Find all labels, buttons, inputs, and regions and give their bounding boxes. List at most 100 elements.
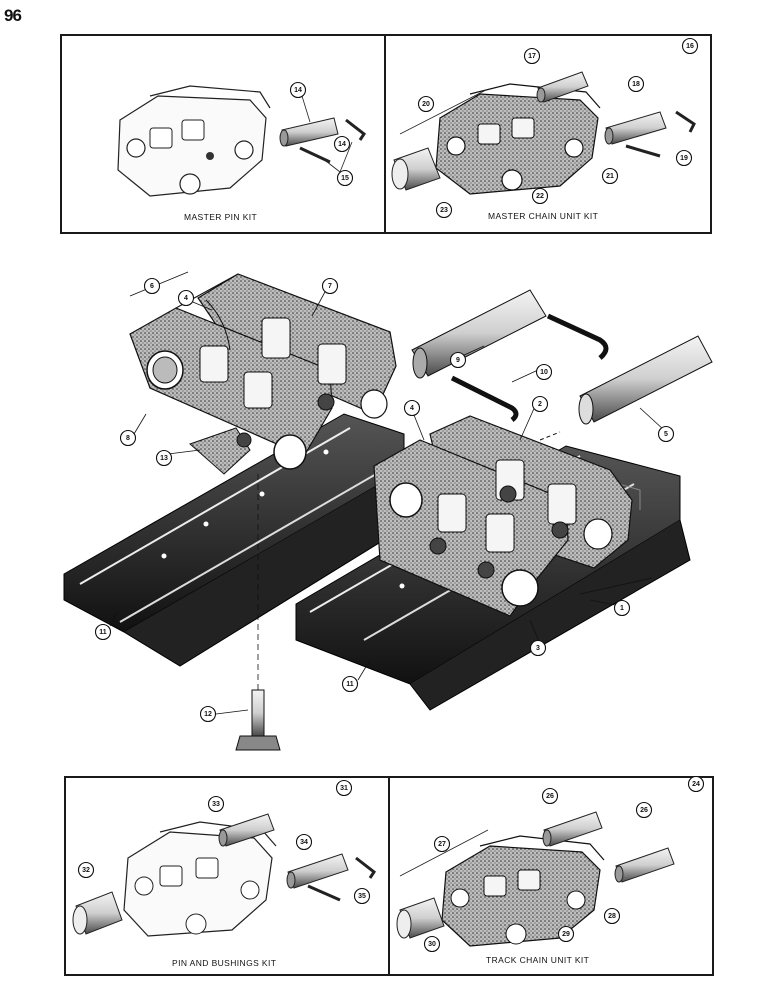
tc-bushing — [396, 897, 445, 939]
callout-main-4: 4 — [403, 399, 421, 417]
svg-text:19: 19 — [680, 155, 688, 162]
svg-text:34: 34 — [300, 839, 308, 846]
callout-top-right-20: 20 — [417, 95, 435, 113]
callout-bottom-right-29: 29 — [557, 925, 575, 943]
track-pin-5 — [578, 335, 713, 425]
svg-text:12: 12 — [204, 711, 212, 718]
track-chain-unit-kit-title: TRACK CHAIN UNIT KIT — [486, 955, 590, 965]
callout-top-right-17: 17 — [523, 47, 541, 65]
callout-bottom-right-30: 30 — [423, 935, 441, 953]
master-chain-unit-kit-title: MASTER CHAIN UNIT KIT — [488, 211, 599, 221]
pin-and-bushings-kit-illustration — [72, 813, 377, 937]
track-pin-9 — [411, 289, 547, 379]
callout-main-12: 12 — [199, 705, 217, 723]
callout-top-right-23: 23 — [435, 201, 453, 219]
svg-text:30: 30 — [428, 941, 436, 948]
callout-main-7: 7 — [321, 277, 339, 295]
callout-main-6: 6 — [143, 277, 161, 295]
callout-bottom-left-34: 34 — [295, 833, 313, 851]
master-link-outline — [117, 85, 271, 197]
master-chain-pin-17 — [536, 71, 589, 103]
track-link-lower — [373, 415, 633, 617]
svg-text:28: 28 — [608, 913, 616, 920]
svg-text:29: 29 — [562, 931, 570, 938]
svg-text:22: 22 — [536, 193, 544, 200]
callout-bottom-left-31: 31 — [335, 779, 353, 797]
master-chain-link — [435, 83, 601, 195]
callout-bottom-left-33: 33 — [207, 795, 225, 813]
callout-bottom-right-28: 28 — [603, 907, 621, 925]
callout-top-right-21: 21 — [601, 167, 619, 185]
master-pin-kit-title: MASTER PIN KIT — [184, 212, 258, 222]
svg-text:5: 5 — [664, 431, 668, 438]
tc-pin-b — [614, 847, 675, 883]
callout-bottom-right-26: 26 — [541, 787, 559, 805]
tc-chain-link — [441, 835, 605, 947]
callout-main-4: 4 — [177, 289, 195, 307]
callout-main-5: 5 — [657, 425, 675, 443]
callout-layer: 1414151617181920212223647813910542111113… — [77, 37, 705, 953]
svg-text:10: 10 — [540, 369, 548, 376]
callout-top-right-16: 16 — [681, 37, 699, 55]
callout-main-11: 11 — [94, 623, 112, 641]
svg-text:14: 14 — [338, 141, 346, 148]
callout-top-left-15: 15 — [336, 169, 354, 187]
svg-text:26: 26 — [640, 807, 648, 814]
svg-text:2: 2 — [538, 401, 542, 408]
svg-text:8: 8 — [126, 435, 130, 442]
svg-text:7: 7 — [328, 283, 332, 290]
svg-text:26: 26 — [546, 793, 554, 800]
pin-and-bushings-kit-title: PIN AND BUSHINGS KIT — [172, 958, 277, 968]
master-pin-kit-illustration — [117, 85, 367, 197]
svg-text:4: 4 — [410, 405, 414, 412]
svg-text:14: 14 — [294, 87, 302, 94]
svg-text:3: 3 — [536, 645, 540, 652]
callout-main-10: 10 — [535, 363, 553, 381]
svg-text:27: 27 — [438, 841, 446, 848]
callout-main-11: 11 — [341, 675, 359, 693]
svg-text:35: 35 — [358, 893, 366, 900]
svg-text:11: 11 — [99, 629, 107, 636]
master-chain-pin-18 — [604, 111, 667, 145]
main-exploded-view — [63, 271, 713, 751]
svg-text:15: 15 — [341, 175, 349, 182]
svg-text:32: 32 — [82, 867, 90, 874]
bottom-kits-divider — [388, 776, 390, 976]
callout-bottom-right-24: 24 — [687, 775, 705, 793]
top-kits-box — [60, 34, 712, 234]
master-chain-unit-kit-illustration — [391, 71, 696, 195]
svg-text:23: 23 — [440, 207, 448, 214]
cotter-pin-lower — [450, 375, 519, 422]
pb-pin-33 — [218, 813, 275, 847]
master-pin-cotters — [299, 118, 367, 164]
page-number: 96 — [4, 6, 22, 25]
callout-top-right-19: 19 — [675, 149, 693, 167]
svg-text:33: 33 — [212, 801, 220, 808]
callout-bottom-left-32: 32 — [77, 861, 95, 879]
pb-link-outline — [123, 821, 277, 937]
callout-bottom-right-26: 26 — [635, 801, 653, 819]
svg-text:20: 20 — [422, 101, 430, 108]
shoe-bolt — [235, 474, 281, 751]
svg-text:11: 11 — [346, 681, 354, 688]
callout-main-13: 13 — [155, 449, 173, 467]
svg-text:21: 21 — [606, 173, 614, 180]
callout-top-right-18: 18 — [627, 75, 645, 93]
cotter-pin-upper — [546, 313, 609, 360]
master-chain-cotter-a — [625, 144, 661, 158]
master-bushing — [391, 147, 441, 191]
svg-text:9: 9 — [456, 357, 460, 364]
callout-main-9: 9 — [449, 351, 467, 369]
callout-top-left-14: 14 — [333, 135, 351, 153]
callout-top-right-22: 22 — [531, 187, 549, 205]
master-pin — [279, 117, 339, 147]
track-link-upper — [129, 273, 397, 475]
svg-text:24: 24 — [692, 781, 700, 788]
callout-bottom-left-35: 35 — [353, 887, 371, 905]
svg-text:17: 17 — [528, 53, 536, 60]
svg-text:1: 1 — [620, 605, 624, 612]
svg-text:6: 6 — [150, 283, 154, 290]
tc-pin-a — [542, 811, 603, 847]
